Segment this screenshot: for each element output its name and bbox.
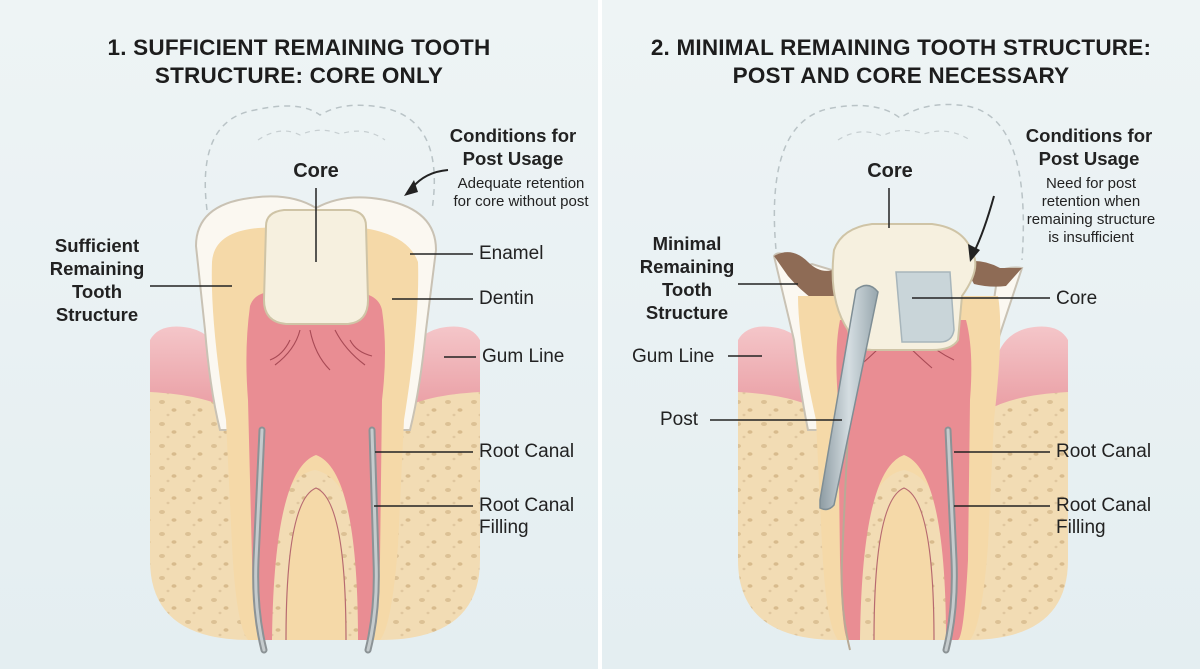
panel-1-title-line-2: STRUCTURE: CORE ONLY (154, 63, 444, 88)
label-gum-line-2: Gum Line (632, 346, 715, 367)
label-core: Core (293, 160, 339, 182)
label-minimal-structure: Minimal Remaining Tooth Structure (639, 233, 735, 323)
core (262, 209, 370, 325)
label-root-canal: Root Canal (479, 441, 575, 462)
label-sufficient-structure: Sufficient Remaining Tooth Structure (49, 235, 145, 325)
label-root-canal-filling-2: Root Canal Filling (1056, 495, 1152, 538)
panel-post-and-core: 2. MINIMAL REMAINING TOOTH STRUCTURE: PO… (602, 0, 1200, 669)
post-rod (819, 284, 879, 511)
tooth-illustration-2 (710, 103, 1068, 654)
panel-2-title-line-2: POST AND CORE NECESSARY (732, 63, 1070, 88)
pulp (246, 291, 385, 640)
panel-1-title: 1. SUFFICIENT REMAINING TOOTH STRUCTURE:… (0, 34, 598, 90)
label-conditions-text-2: Need for post retention when remaining s… (1026, 175, 1156, 246)
panel-core-only: 1. SUFFICIENT REMAINING TOOTH STRUCTURE:… (0, 0, 598, 669)
label-post: Post (660, 409, 699, 430)
label-core-top: Core (867, 160, 913, 182)
label-conditions-title-2: Conditions for Post Usage (1025, 125, 1153, 169)
label-enamel: Enamel (479, 243, 544, 264)
label-conditions-text: Adequate retention for core without post (453, 175, 589, 210)
label-gum-line: Gum Line (482, 346, 565, 367)
panel-divider (598, 0, 602, 669)
label-dentin: Dentin (479, 288, 534, 309)
label-core-side: Core (1056, 288, 1098, 309)
tooth-illustration-1 (150, 104, 480, 654)
panel-2-title-line-1: 2. MINIMAL REMAINING TOOTH STRUCTURE: (650, 35, 1152, 60)
label-conditions-title: Conditions for Post Usage (449, 125, 577, 169)
label-root-canal-filling: Root Canal Filling (479, 495, 575, 538)
panel-1-title-line-1: 1. SUFFICIENT REMAINING TOOTH (107, 35, 491, 60)
label-root-canal-2: Root Canal (1056, 441, 1152, 462)
panel-2-title: 2. MINIMAL REMAINING TOOTH STRUCTURE: PO… (602, 34, 1200, 90)
